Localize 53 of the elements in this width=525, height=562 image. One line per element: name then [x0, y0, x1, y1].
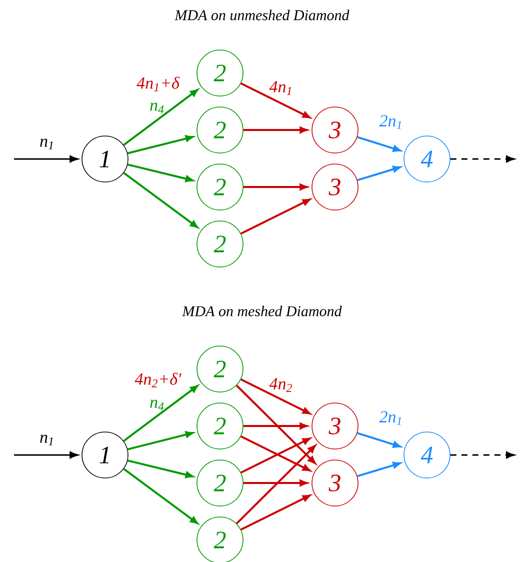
circle-node: 3 [312, 402, 358, 450]
circle-node: 3 [312, 106, 358, 154]
edge-label: 2n$_{1}$ [379, 115, 401, 129]
edge-label: n$_{1}$ [40, 434, 53, 446]
arrow [127, 135, 194, 154]
arrow [357, 136, 401, 152]
arrow [243, 480, 308, 486]
arrow [14, 156, 78, 162]
arrow [357, 462, 401, 478]
flow-label: 4n$_{2}$+δ′ [134, 372, 182, 388]
circle-node: 1 [82, 136, 128, 182]
circle-node: 2 [196, 164, 244, 210]
arrow [127, 431, 194, 450]
arrow [243, 184, 308, 190]
arrow [123, 468, 198, 524]
arrow [236, 445, 316, 524]
arrow [128, 460, 194, 478]
circle-node: 1 [82, 432, 128, 478]
edge-label: 4n$_{1}$ [269, 81, 291, 95]
circle-node: 2 [196, 50, 244, 96]
circle-node: 3 [312, 164, 358, 210]
flow-label: 4n$_{1}$+δ [136, 76, 180, 92]
arrow [240, 82, 310, 118]
edge-label: n$_{4}$ [150, 102, 164, 114]
circle-node: 2 [196, 220, 244, 268]
arrow [357, 166, 401, 182]
edge-label: 4n$_{2}$ [269, 378, 292, 392]
arrow [450, 452, 515, 458]
edge-label: 2n$_{1}$ [379, 411, 401, 425]
arrow [236, 384, 316, 464]
circle-node: 3 [312, 460, 358, 506]
circle-node: 2 [196, 460, 244, 506]
circle-node: 2 [196, 402, 244, 450]
arrow [450, 156, 515, 162]
panel-label: MDA on unmeshed Diamond [174, 10, 350, 20]
circle-node: 2 [196, 106, 244, 154]
arrow [240, 378, 310, 414]
arrow [128, 164, 194, 182]
arrow [123, 385, 198, 442]
arrow [243, 126, 308, 134]
arrow [123, 172, 198, 228]
edge-label: n$_{1}$ [40, 138, 53, 150]
circle-node: 2 [196, 346, 244, 392]
arrow [240, 198, 310, 234]
arrow [243, 422, 308, 430]
circle-node: 4 [404, 432, 450, 478]
circle-node: 4 [404, 136, 450, 182]
arrow [240, 494, 310, 531]
arrow [123, 89, 198, 146]
arrow [357, 432, 401, 448]
edge-label: n$_{4}$ [150, 400, 164, 410]
panel-label: MDA on meshed Diamond [182, 306, 342, 316]
arrow [14, 452, 78, 458]
